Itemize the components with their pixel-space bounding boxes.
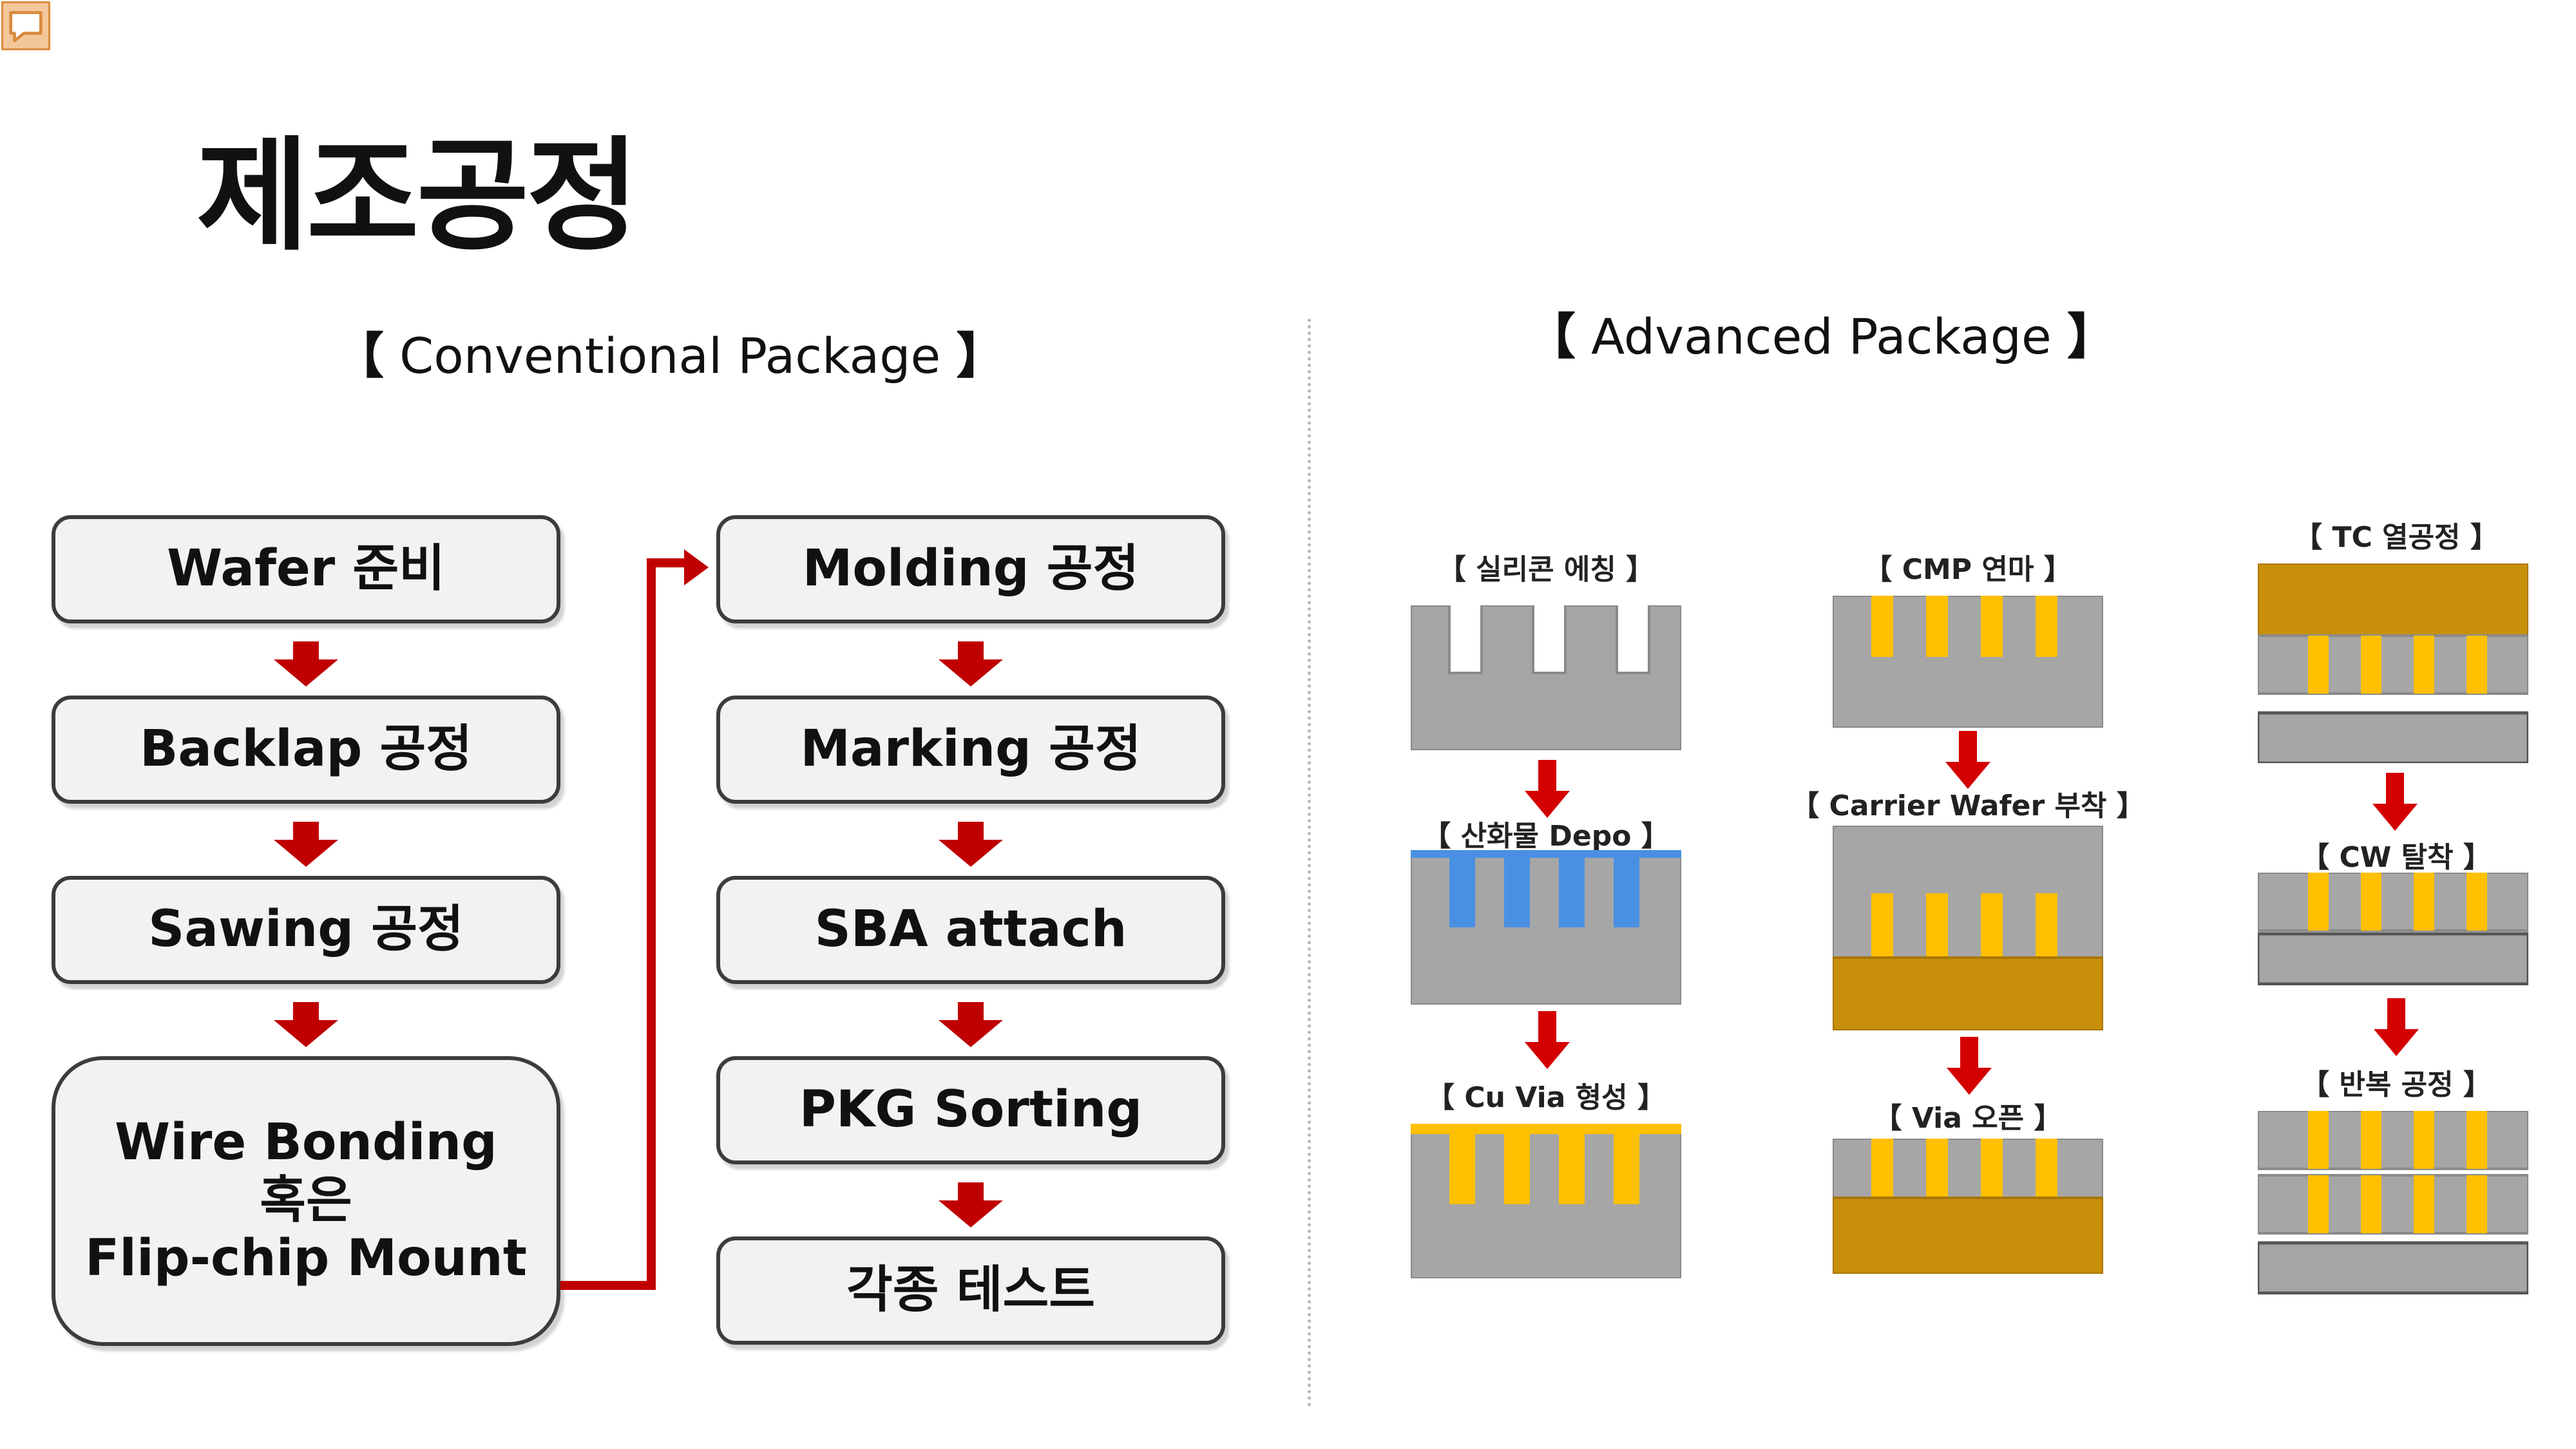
step-wafer-prep: Wafer 준비 <box>52 515 560 623</box>
down-arrow-icon <box>939 641 1003 687</box>
step-molding: Molding 공정 <box>716 515 1225 623</box>
cmp-diagram <box>1833 596 2103 728</box>
label-silicon-etch: 【 실리콘 에칭 】 <box>1437 553 1655 586</box>
advanced-title-text: Advanced Package <box>1591 308 2052 365</box>
down-arrow-icon <box>1945 731 1990 789</box>
down-arrow-icon <box>274 641 338 687</box>
down-arrow-icon <box>2372 773 2418 831</box>
down-arrow-icon <box>274 1002 338 1047</box>
connector-arrowhead-icon <box>684 549 709 585</box>
down-arrow-icon <box>1525 1011 1570 1069</box>
bracket-close: 】 <box>956 327 1006 384</box>
page-title: 제조공정 <box>196 125 639 267</box>
silicon-etch-diagram <box>1411 605 1681 750</box>
label-cw-detach: 【 CW 탈착 】 <box>2301 841 2492 874</box>
down-arrow-icon <box>939 1002 1003 1047</box>
down-arrow-icon <box>1525 760 1570 818</box>
carrier-wafer-diagram <box>1833 826 2103 1030</box>
bracket-open: 【 <box>335 327 384 384</box>
cu-via-diagram <box>1411 1124 1681 1278</box>
label-tc-bond: 【 TC 열공정 】 <box>2294 521 2499 554</box>
tc-bond-diagram <box>2258 564 2528 763</box>
step-backlap: Backlap 공정 <box>52 696 560 804</box>
label-cmp: 【 CMP 연마 】 <box>1864 553 2072 586</box>
bracket-close: 】 <box>2066 308 2116 365</box>
connector-line <box>560 1281 656 1290</box>
step-marking: Marking 공정 <box>716 696 1225 804</box>
repeat-diagram <box>2258 1111 2528 1294</box>
label-oxide-depo: 【 산화물 Depo 】 <box>1422 820 1670 853</box>
oxide-depo-diagram <box>1411 850 1681 1005</box>
bracket-open: 【 <box>1527 308 1576 365</box>
cw-detach-diagram <box>2258 873 2528 985</box>
down-arrow-icon <box>274 822 338 867</box>
label-repeat: 【 반복 공정 】 <box>2301 1068 2492 1101</box>
down-arrow-icon <box>939 822 1003 867</box>
step-sawing: Sawing 공정 <box>52 876 560 984</box>
step-sba-attach: SBA attach <box>716 876 1225 984</box>
connector-line <box>647 558 687 567</box>
label-cu-via: 【 Cu Via 형성 】 <box>1426 1081 1666 1114</box>
down-arrow-icon <box>1947 1037 1992 1095</box>
section-divider <box>1308 319 1311 1407</box>
label-via-open: 【 Via 오픈 】 <box>1873 1102 2063 1135</box>
comment-icon[interactable] <box>1 1 50 50</box>
connector-line <box>647 558 656 1290</box>
conventional-package-title: 【 Conventional Package 】 <box>335 332 1005 381</box>
conventional-title-text: Conventional Package <box>399 327 941 384</box>
label-carrier-wafer: 【 Carrier Wafer 부착 】 <box>1791 790 2145 822</box>
step-wire-bonding: Wire Bonding 혹은 Flip-chip Mount <box>52 1056 560 1346</box>
step-various-tests: 각종 테스트 <box>716 1236 1225 1345</box>
down-arrow-icon <box>2374 998 2419 1056</box>
via-open-diagram <box>1833 1139 2103 1274</box>
advanced-package-title: 【 Advanced Package 】 <box>1527 312 2116 361</box>
down-arrow-icon <box>939 1182 1003 1227</box>
step-pkg-sorting: PKG Sorting <box>716 1056 1225 1164</box>
